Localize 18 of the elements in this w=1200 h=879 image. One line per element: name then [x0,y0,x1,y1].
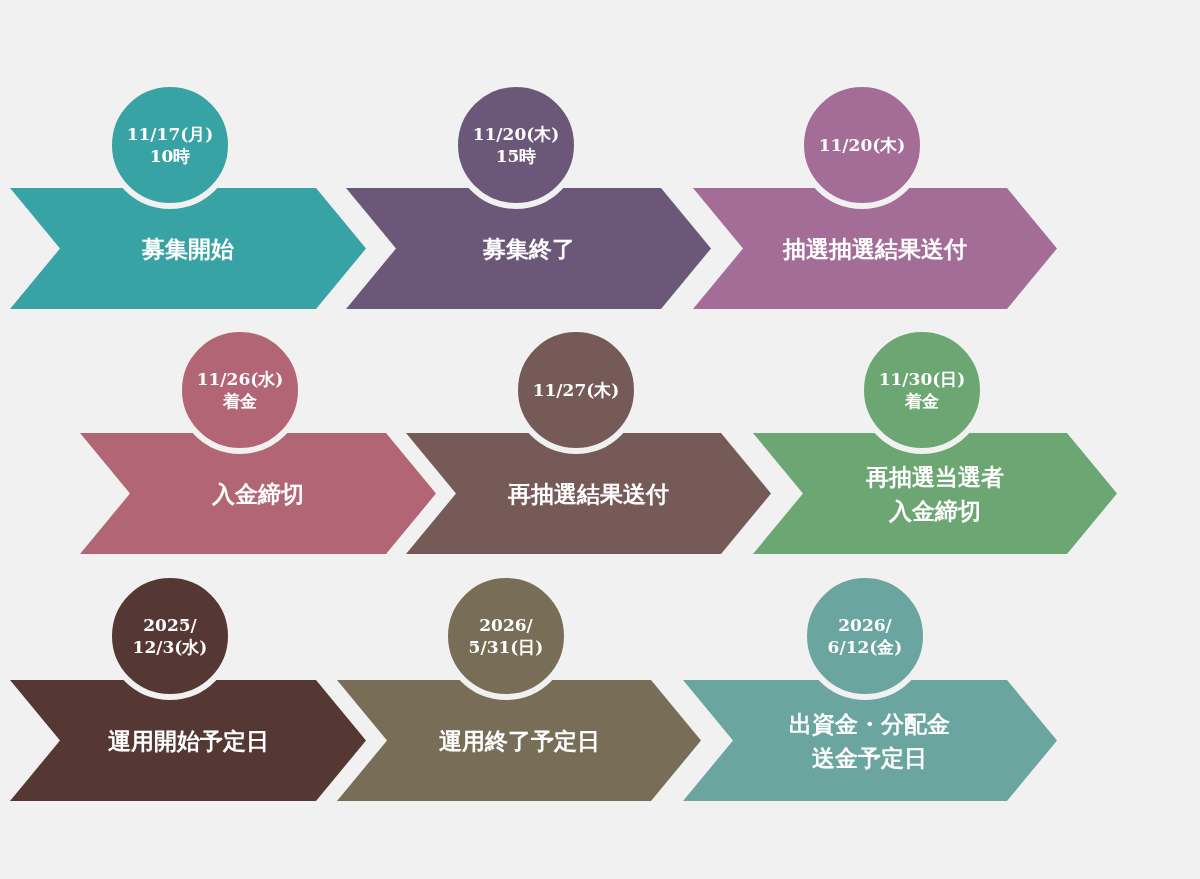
step-label: 再抽選結果送付 [508,478,669,509]
step-label: 出資金・分配金送金予定日 [788,709,952,773]
step-label: 抽選抽選結果送付 [783,233,967,264]
date-label: 11/26(水) 着金 [195,367,285,413]
step-label: 運用開始予定日 [107,725,269,756]
step-label: 募集開始 [142,233,234,264]
date-label: 11/20(木) [818,133,906,157]
date-label: 2026/ 5/31(日) [467,613,545,659]
step-label: 運用終了予定日 [438,725,600,756]
date-label: 2025/ 12/3(水) [131,613,209,659]
step-label: 入金締切 [212,478,304,509]
date-label: 2026/ 6/12(金) [826,613,904,659]
date-label: 11/27(木) [532,378,620,402]
step-label: 再抽選当選者入金締切 [865,462,1005,526]
date-label: 11/20(木) 15時 [471,122,561,168]
date-label: 11/17(月) 10時 [125,122,215,168]
date-label: 11/30(日) 着金 [877,367,967,413]
step-label: 募集終了 [482,233,575,264]
